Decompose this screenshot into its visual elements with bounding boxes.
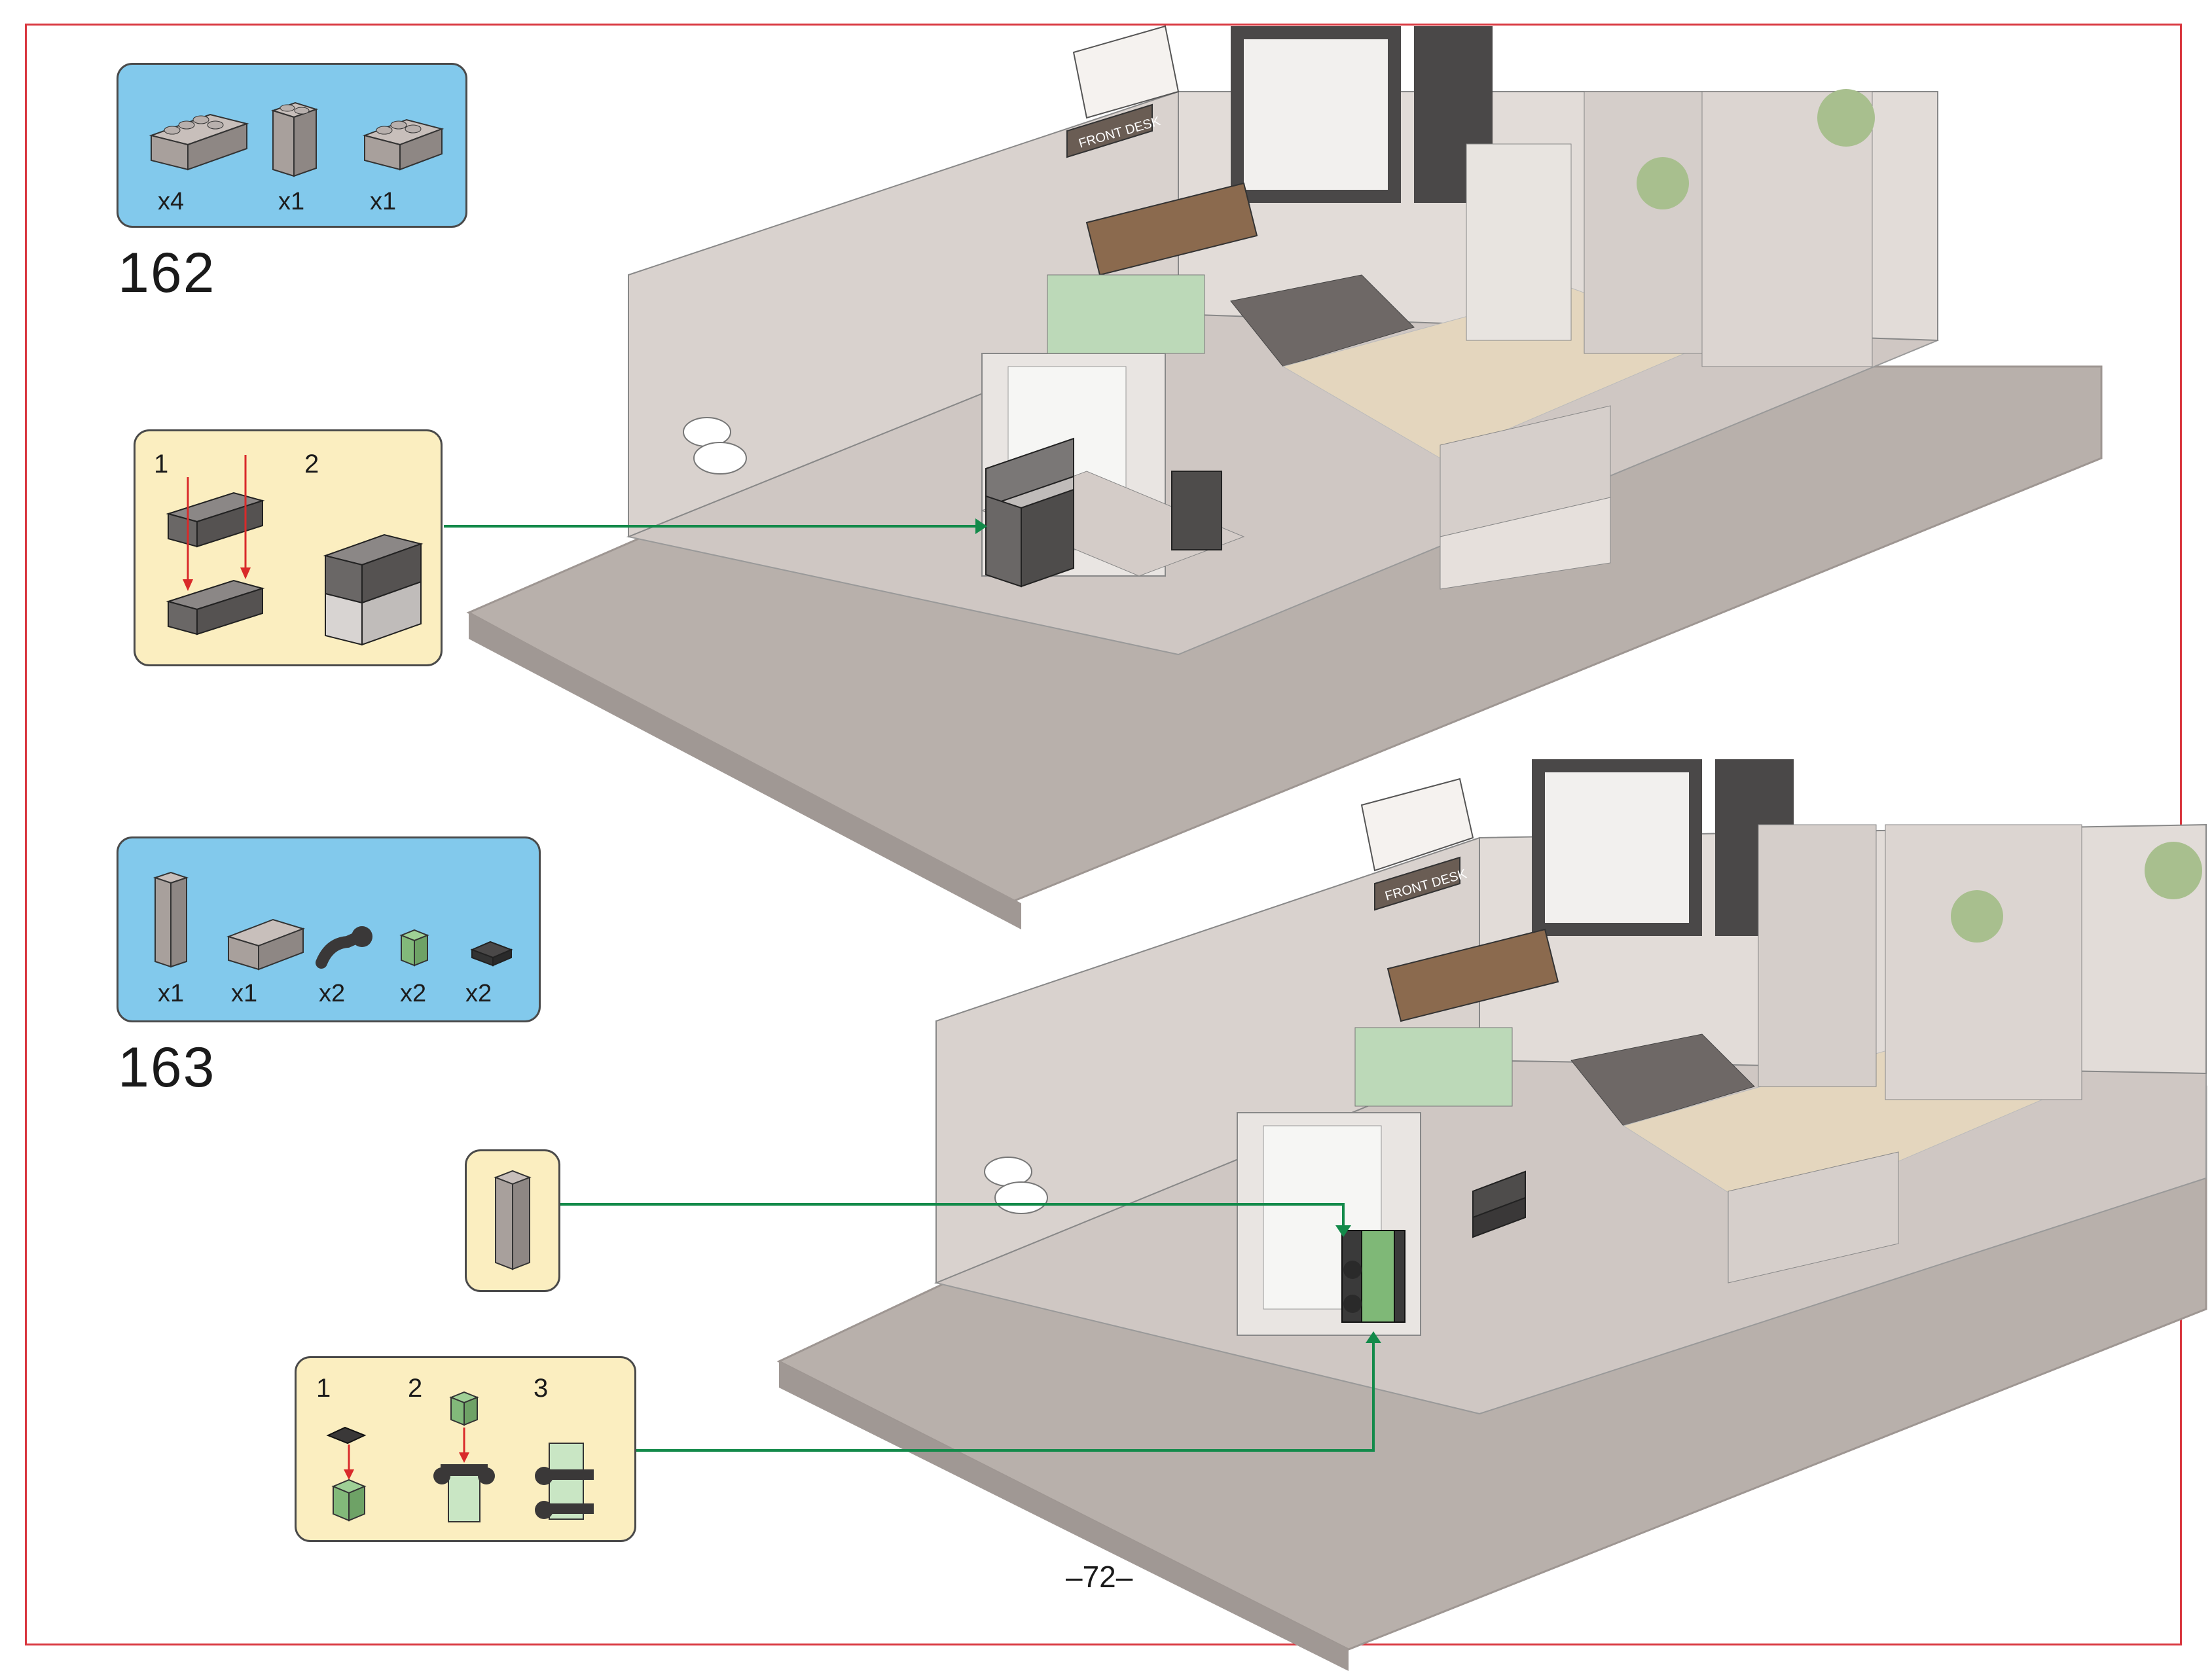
- step-number: 163: [118, 1036, 216, 1099]
- part-qty: x1: [158, 980, 185, 1007]
- brick-1x1-green-icon: [399, 929, 429, 967]
- step-163-sub-assembly-b: 1 2 3: [295, 1356, 636, 1542]
- bar-clip-dark-icon: [316, 926, 372, 969]
- part-qty: x2: [319, 980, 346, 1007]
- clip-on-green-brick-step2-icon: [433, 1391, 495, 1522]
- sub-step-label: 2: [304, 450, 319, 478]
- brick-stack-step1-icon: [166, 455, 265, 636]
- brick-1x2-tall-gray-icon: [270, 101, 319, 177]
- sub-step-label: 1: [154, 450, 169, 478]
- step-162-sub-assembly: 1 2: [134, 429, 443, 666]
- sub-step-label: 1: [316, 1374, 331, 1403]
- assembly-arrows: [444, 518, 1381, 1452]
- brick-1x3-gray-icon: [362, 118, 444, 171]
- brick-stack-step2-icon: [323, 533, 424, 646]
- part-qty: x1: [278, 188, 305, 215]
- brick-1x4-gray-icon: [149, 113, 249, 171]
- step-163-parts-box: x1 x1 x2 x2 x2: [117, 836, 541, 1022]
- brick-1x3-gray-icon: [226, 918, 306, 971]
- sub-step-label: 3: [534, 1374, 549, 1403]
- part-qty: x2: [465, 980, 492, 1007]
- brick-1x1x3-gray-icon: [153, 871, 189, 968]
- step-number: 162: [118, 242, 216, 304]
- part-qty: x1: [231, 980, 258, 1007]
- step-163-sub-assembly-a: [465, 1149, 560, 1292]
- page-number: –72–: [1066, 1560, 1133, 1594]
- part-qty: x1: [370, 188, 397, 215]
- brick-1x1x3-gray-icon: [494, 1170, 532, 1270]
- model-step-163: FRONT DESK: [776, 759, 2207, 1671]
- sub-step-label: 2: [408, 1374, 423, 1403]
- part-qty: x2: [400, 980, 427, 1007]
- step-162-parts-box: x4 x1 x1: [117, 63, 467, 228]
- clip-on-green-brick-step1-icon: [326, 1426, 367, 1522]
- plate-clip-dark-icon: [470, 941, 513, 967]
- part-qty: x4: [158, 188, 185, 215]
- model-step-162: FRONT DESK: [466, 25, 2103, 929]
- assembled-clip-bricks-step3-icon: [535, 1443, 594, 1520]
